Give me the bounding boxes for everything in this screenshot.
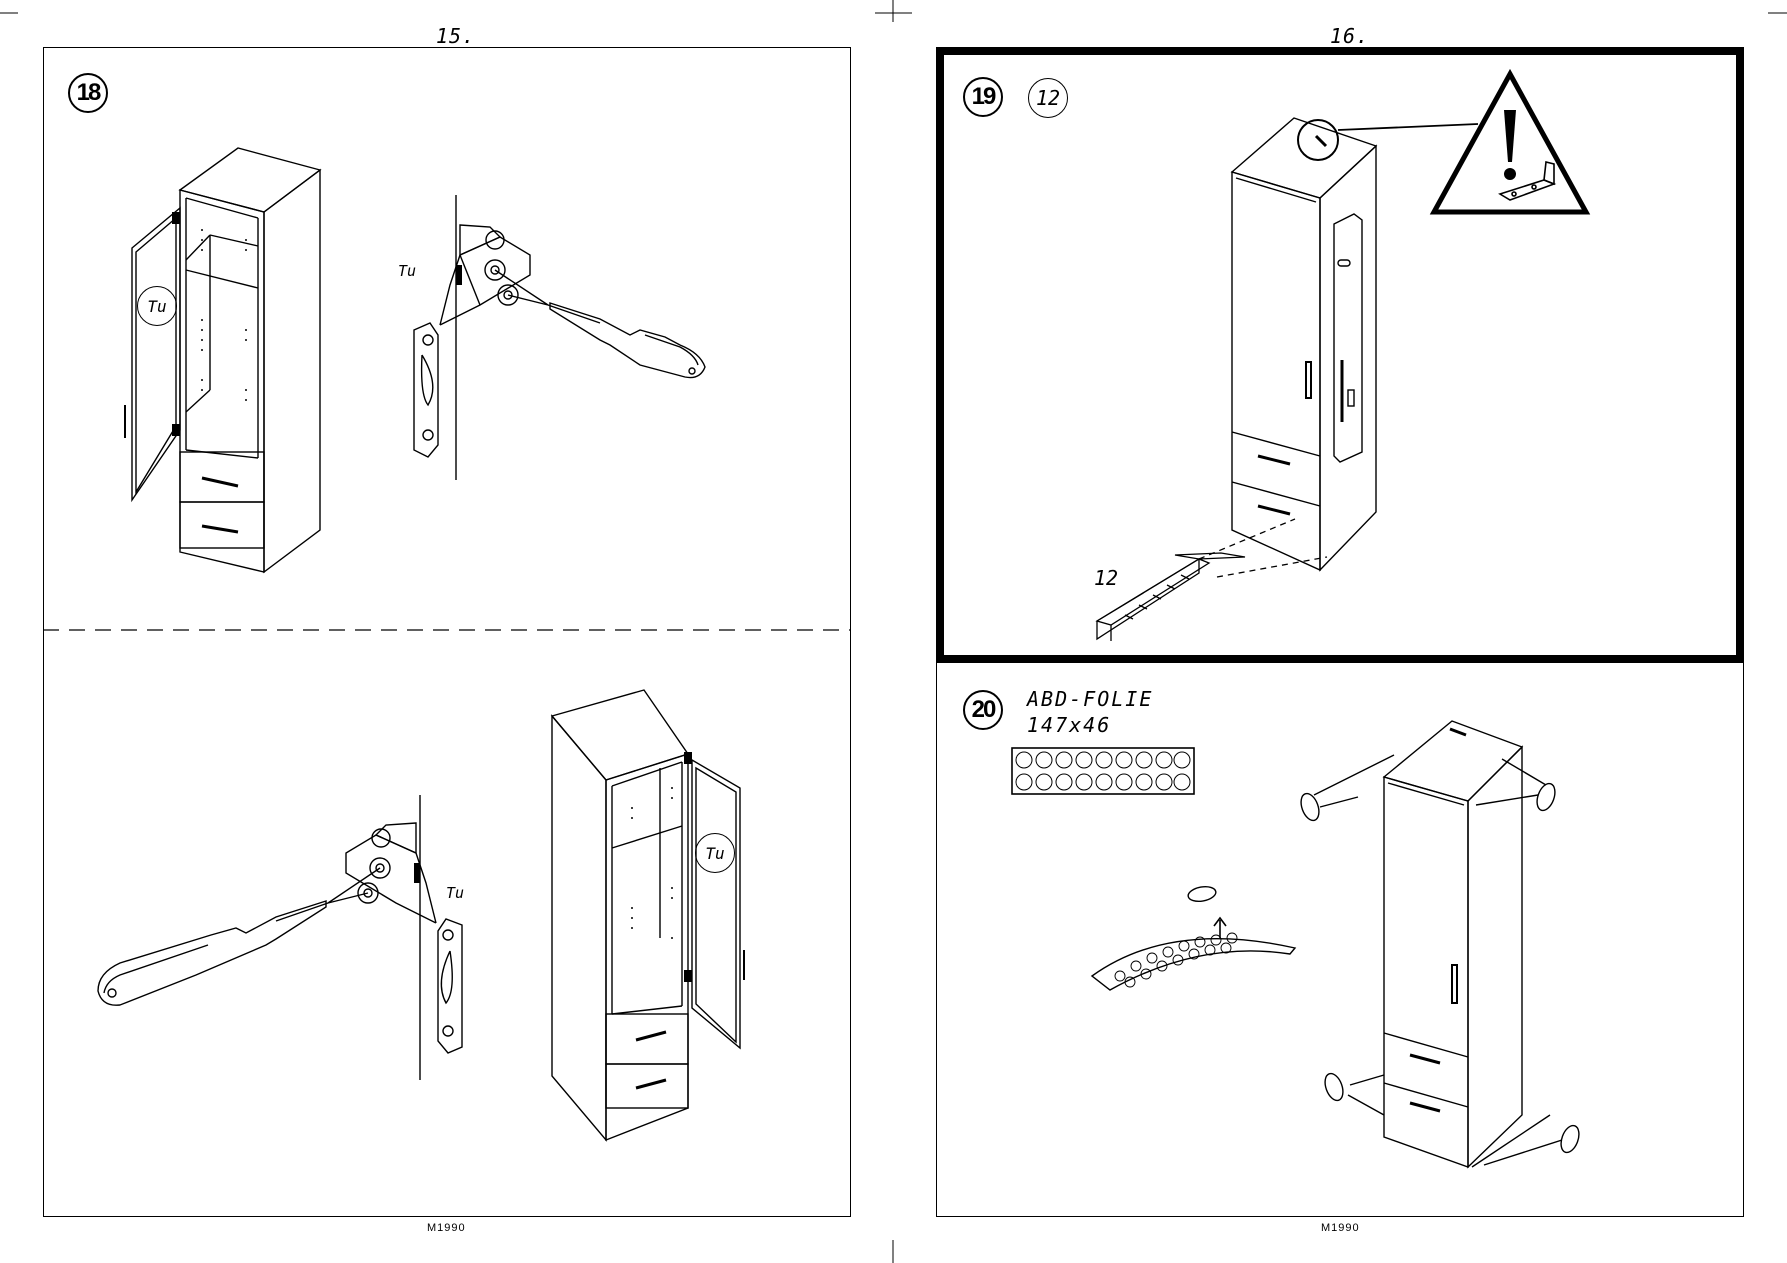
- step-19-highlight-frame: [936, 47, 1744, 663]
- bumper-pad-icon: [1187, 885, 1217, 903]
- bumper-pad-icon: [1324, 1072, 1344, 1102]
- cabinet-open-door-left: [124, 147, 322, 574]
- step-18-badge: 18: [68, 73, 108, 113]
- bumper-sheet-peel: [1090, 885, 1297, 991]
- page-number-left: 15.: [436, 24, 476, 48]
- cabinet-closed-with-bracket: [1230, 117, 1479, 572]
- door-label-bottom: Tu: [695, 833, 735, 873]
- step-19-badge: 19: [963, 77, 1003, 117]
- hinge-adjust-top: [413, 195, 706, 480]
- left-page-frame: [43, 47, 851, 1217]
- material-size: 147x46: [1027, 713, 1112, 737]
- page-number-right: 16.: [1330, 24, 1370, 48]
- cabinet-open-door-right: [550, 689, 745, 1142]
- hinge-label-bottom: Tu: [446, 884, 465, 902]
- warning-triangle-icon: [1429, 68, 1591, 215]
- hinge-adjust-bottom: [97, 795, 463, 1080]
- hinge-label-top: Tu: [398, 262, 417, 280]
- bumper-pad-icon: [1300, 792, 1320, 822]
- felt-pads-stack: [1095, 518, 1328, 641]
- door-label-top: Tu: [137, 286, 177, 326]
- cabinet-with-bumpers: [1300, 720, 1580, 1169]
- step-19-quantity: 12: [1028, 78, 1068, 118]
- step-20-badge: 20: [963, 690, 1003, 730]
- footer-code-right: M1990: [1321, 1222, 1360, 1234]
- material-name: ABD-FOLIE: [1027, 687, 1154, 711]
- bumper-pad-icon: [1560, 1124, 1580, 1154]
- bumper-sheet: [1011, 747, 1195, 795]
- footer-code-left: M1990: [427, 1222, 466, 1234]
- section-divider-dashed: [43, 629, 851, 631]
- bumper-pad-icon: [1536, 782, 1556, 812]
- pads-count-label: 12: [1094, 566, 1119, 590]
- wall-bracket-icon: [1498, 161, 1557, 201]
